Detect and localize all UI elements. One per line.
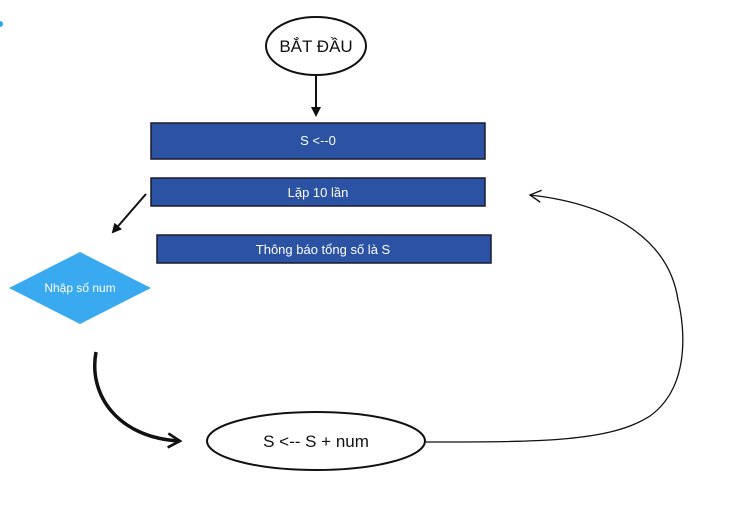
output-node: Thông báo tổng số là S: [156, 234, 492, 264]
edge-input-to-accumulate: [93, 351, 180, 441]
init-box: [150, 122, 486, 160]
start-label: BẮT ĐẦU: [279, 37, 352, 56]
accumulate-label: S <-- S + num: [263, 432, 369, 451]
output-label: Thông báo tổng số là S: [256, 242, 391, 257]
input-label: Nhập số num: [44, 281, 115, 295]
init-node: S <--0: [150, 122, 486, 160]
accumulate-node: S <-- S + num: [206, 411, 426, 471]
edge-accumulate-to-loop: [425, 189, 684, 443]
loop-box: [150, 177, 486, 207]
output-box: [156, 234, 492, 264]
init-label: S <--0: [300, 133, 336, 148]
start-node: BẮT ĐẦU: [265, 16, 367, 76]
loop-node: Lặp 10 lần: [150, 177, 486, 207]
input-node: Nhập số num: [9, 252, 151, 324]
start-oval: [265, 16, 367, 76]
accumulate-oval: [206, 411, 426, 471]
edge-loop-to-input: [111, 193, 147, 234]
accent-dot: [0, 21, 3, 27]
loop-label: Lặp 10 lần: [288, 185, 349, 200]
input-diamond: [9, 252, 151, 324]
